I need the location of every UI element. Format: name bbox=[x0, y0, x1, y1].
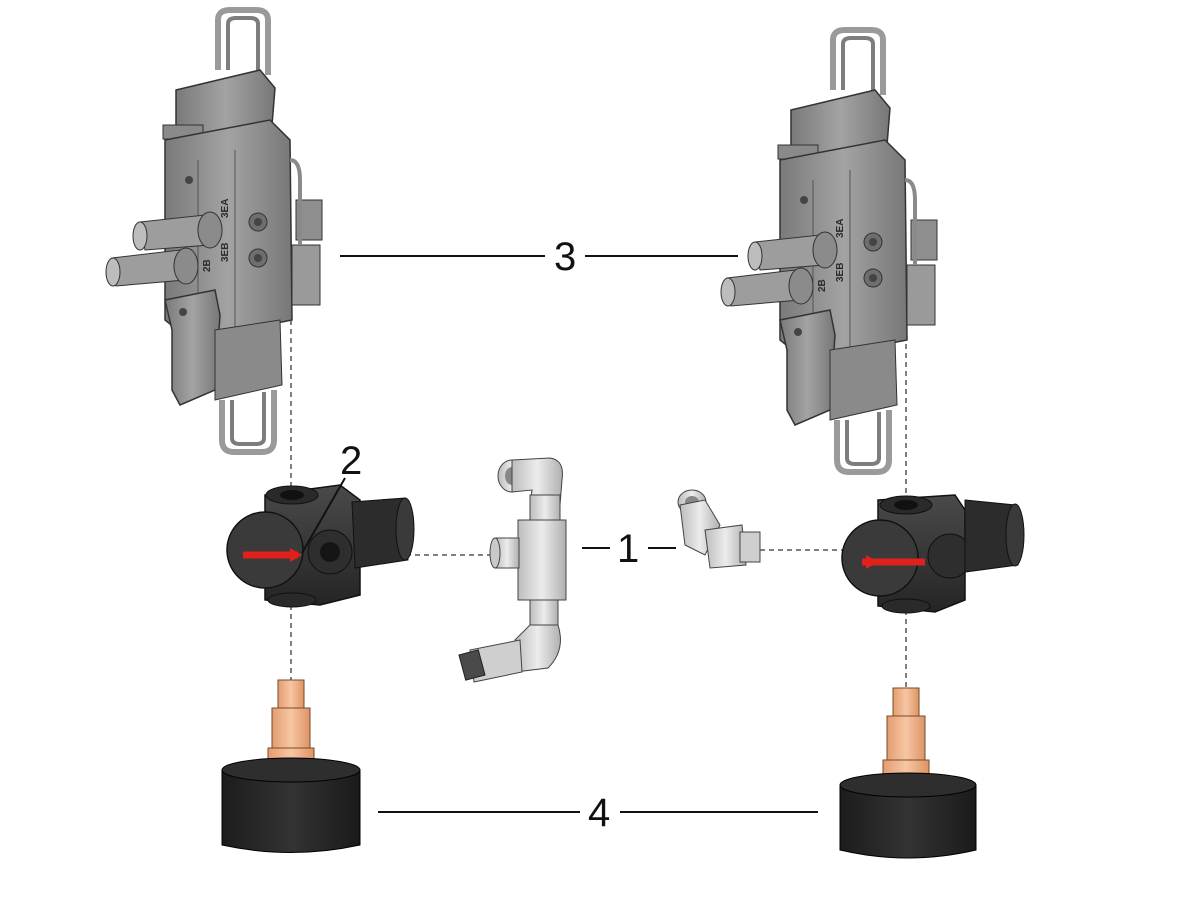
pressure-regulator-left bbox=[226, 484, 415, 608]
callout-label-4: 4 bbox=[588, 791, 610, 835]
flow-direction-arrow-icon bbox=[243, 548, 302, 562]
callout-label-3: 3 bbox=[554, 235, 576, 279]
solenoid-valve-right: 3EA 3EB 2B bbox=[720, 27, 938, 475]
callout-label-1: 1 bbox=[617, 527, 639, 571]
port-label-3ea: 3EA bbox=[220, 199, 231, 218]
tee-fitting bbox=[458, 457, 567, 683]
port-label-3ea-right: 3EA bbox=[835, 219, 846, 238]
assembly-guide-lines bbox=[290, 320, 907, 695]
port-label-3eb: 3EB bbox=[220, 243, 231, 262]
port-label-3eb-right: 3EB bbox=[835, 263, 846, 282]
flow-direction-arrow-icon bbox=[862, 555, 925, 569]
muffler-left bbox=[221, 679, 361, 853]
callout-label-2: 2 bbox=[340, 439, 362, 483]
port-label-2b-right: 2B bbox=[817, 279, 828, 292]
elbow-fitting bbox=[677, 489, 761, 569]
callout-3: 3 bbox=[340, 235, 738, 279]
callout-2: 2 bbox=[301, 439, 362, 554]
port-label-2b: 2B bbox=[202, 259, 213, 272]
pressure-regulator-right bbox=[841, 494, 1025, 614]
solenoid-valve-left: 3EA 3EB 2B bbox=[105, 7, 323, 455]
callout-1: 1 bbox=[582, 527, 676, 571]
callout-4: 4 bbox=[378, 791, 818, 835]
muffler-right bbox=[839, 687, 977, 859]
